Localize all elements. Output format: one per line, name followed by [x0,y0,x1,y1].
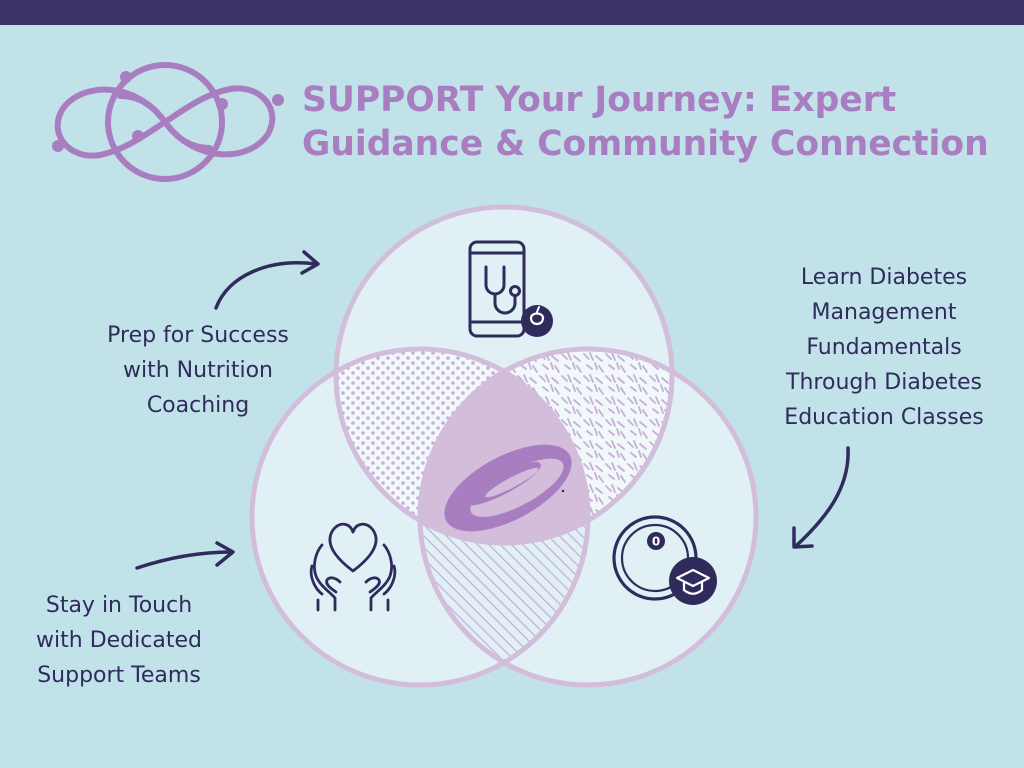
arrow-nutrition [214,261,318,310]
phone-stethoscope-apple-icon [468,240,553,338]
caption-line: Fundamentals [806,335,962,360]
arrow-education [794,446,850,548]
swirl-logo-icon [444,444,572,532]
title-line-1: SUPPORT Your Journey: Expert [302,80,897,120]
meter-reading: 0 [652,535,660,549]
caption-line: with Nutrition [123,358,273,383]
caption-line: Stay in Touch [45,593,193,618]
top-bar [0,0,1024,25]
caption-line: Through Diabetes [786,370,982,395]
caption-line: Support Teams [37,663,201,688]
glucose-meter-graduation-cap-icon: 0 [612,515,717,605]
caption-line: Education Classes [784,405,984,430]
title-line-2: Guidance & Community Connection [302,124,989,164]
overlap-center [420,349,588,543]
heart-in-hands-icon [309,522,397,612]
caption-line: Coaching [146,393,250,418]
caption-diabetes-education: Learn Diabetes Management Fundamentals T… [756,260,1012,435]
caption-line: Management [811,300,957,325]
page-title: SUPPORT Your Journey: Expert Guidance & … [302,78,1017,166]
caption-line: Prep for Success [107,323,289,348]
infinity-loop-logo [52,62,284,182]
caption-nutrition-coaching: Prep for Success with Nutrition Coaching [80,318,316,423]
arrow-support [135,550,234,570]
caption-line: Learn Diabetes [800,265,968,290]
caption-line: with Dedicated [36,628,202,653]
caption-support-teams: Stay in Touch with Dedicated Support Tea… [10,588,228,693]
